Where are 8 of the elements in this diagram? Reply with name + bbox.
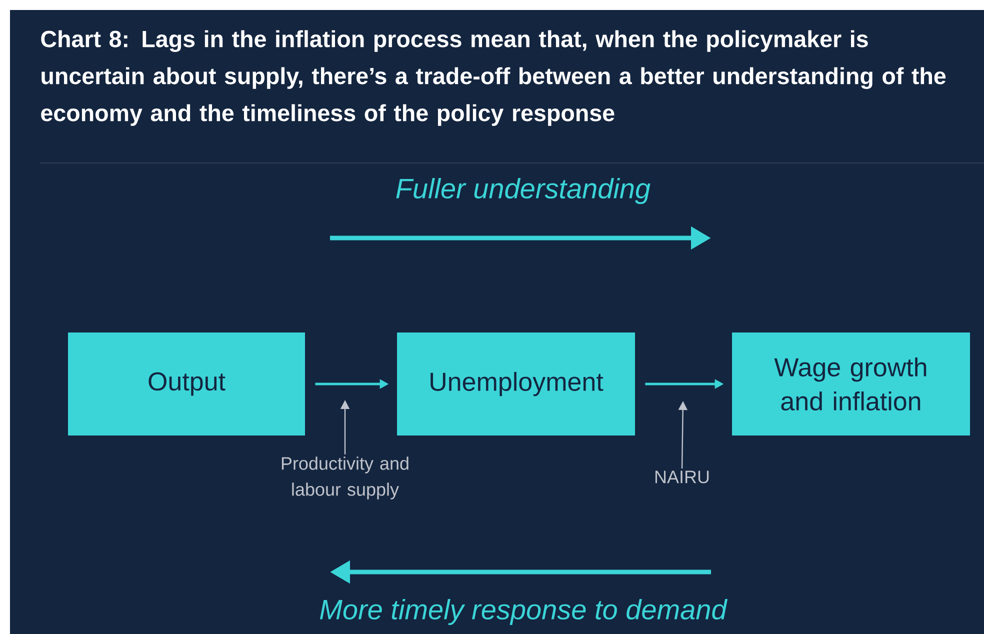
process-box: Output <box>68 332 305 436</box>
factor-label: Productivity and labour supply <box>282 456 408 500</box>
process-box: Unemployment <box>397 332 635 436</box>
title: Chart 8: Lags in the inflation process mean that, when the policymaker is uncertain about supply, there’s a trade-off between a better understanding of the economy and the timeliness of the policy response <box>41 30 946 126</box>
direction-label: More timely response to demand <box>320 598 728 626</box>
direction-label: Fuller understanding <box>396 178 650 204</box>
factor-label: NAIRU <box>655 470 709 484</box>
process-box: Wage growth and inflation <box>732 332 970 436</box>
